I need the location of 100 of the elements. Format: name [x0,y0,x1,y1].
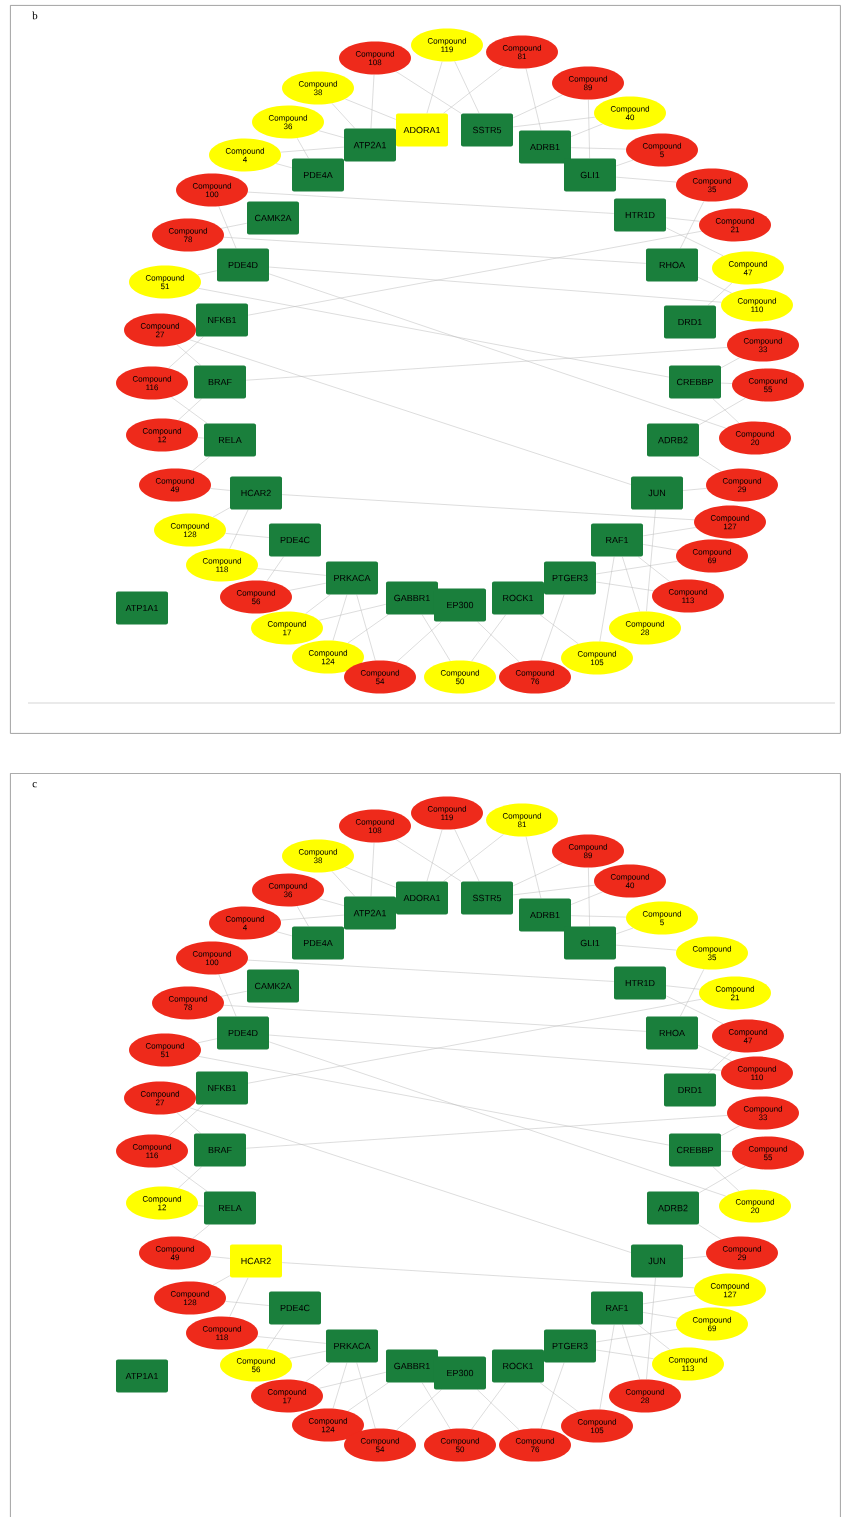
connector-line [280,146,345,153]
connector-line [512,884,596,896]
target-box: ADORA1 [396,113,448,147]
connector-line [212,1275,231,1286]
target-box: ADRB2 [647,423,699,457]
connector-line [168,1104,204,1137]
connector-line [698,1165,746,1194]
target-box: ATP1A1 [116,1359,168,1393]
connector-line [268,1041,727,1197]
target-box: GLI1 [564,158,616,192]
connector-line [665,985,700,990]
node-label: GABBR1 [394,594,430,602]
target-box: RAF1 [591,1291,643,1325]
target-box: HTR1D [614,966,666,1000]
target-box: SSTR5 [461,113,513,147]
connector-line [637,556,670,582]
connector-line [247,191,615,214]
target-box: RAF1 [591,523,643,557]
connector-line [370,74,375,129]
target-box: PDE4C [269,1291,321,1325]
connector-line [595,1349,654,1359]
connector-line [229,1277,249,1317]
connector-line [512,116,596,128]
target-box: NFKB1 [196,303,248,337]
node-label: EP300 [447,601,474,609]
connector-line [599,1324,615,1410]
connector-line [220,223,248,229]
target-box: HCAR2 [230,1244,282,1278]
connector-line [268,266,722,303]
connector-line [305,1362,331,1382]
connector-line [198,288,670,378]
connector-line [168,336,204,369]
connector-line [698,456,722,472]
connector-line [347,614,389,644]
connector-line [318,1372,387,1389]
connector-line [212,507,231,518]
connector-line [332,594,348,641]
target-box: PDE4A [292,158,344,192]
connector-line [642,527,697,537]
connector-line [176,344,201,366]
connector-line [477,1389,520,1431]
connector-line [615,944,677,951]
connector-line [178,398,202,421]
connector-line [595,1329,678,1343]
target-box: JUN [631,476,683,510]
connector-line [595,561,678,575]
connector-line [318,130,345,138]
connector-line [712,1166,740,1192]
connector-line [268,273,727,429]
connector-line [247,999,702,1084]
connector-line [525,68,542,131]
connector-line [712,398,740,424]
connector-line [426,61,443,114]
connector-line [471,1382,506,1430]
connector-line [707,1050,733,1074]
connector-line [615,159,634,167]
connector-line [268,1034,722,1071]
connector-line [296,137,309,159]
target-box: CAMK2A [247,201,299,235]
connector-line [318,604,387,621]
connector-line [454,829,480,882]
connector-line [266,1324,284,1350]
connector-line [218,206,237,249]
connector-line [198,1056,670,1146]
target-box: PTGER3 [544,1329,596,1363]
connector-line [189,339,632,485]
connector-line [296,905,309,927]
connector-line [356,1362,376,1429]
connector-line [720,1125,740,1136]
connector-line [477,621,520,663]
connector-line [257,568,327,576]
connector-line [622,556,640,612]
target-box: ADORA1 [396,881,448,915]
connector-line [539,1382,579,1412]
connector-line [720,1150,733,1152]
connector-line [665,995,724,1025]
connector-line [642,1312,679,1319]
connector-line [697,1045,732,1062]
connector-line [595,581,654,591]
target-box: EP300 [434,588,486,622]
target-box: PDE4D [217,1016,269,1050]
connector-line [197,1038,218,1044]
connector-line [245,347,728,381]
target-box: GLI1 [564,926,616,960]
connector-line [275,163,293,169]
connector-line [646,509,656,612]
target-box: HTR1D [614,198,666,232]
connector-line [443,834,504,882]
target-box: EP300 [434,1356,486,1390]
connector-line [225,1301,270,1306]
connector-line [275,931,293,937]
connector-line [443,66,504,114]
connector-line [332,1362,348,1409]
connector-line [680,201,705,249]
target-box: CREBBP [669,1133,721,1167]
connector-line [245,1115,728,1149]
connector-line [331,103,355,129]
connector-line [539,614,579,644]
connector-line [720,382,733,384]
connector-line [642,544,679,551]
